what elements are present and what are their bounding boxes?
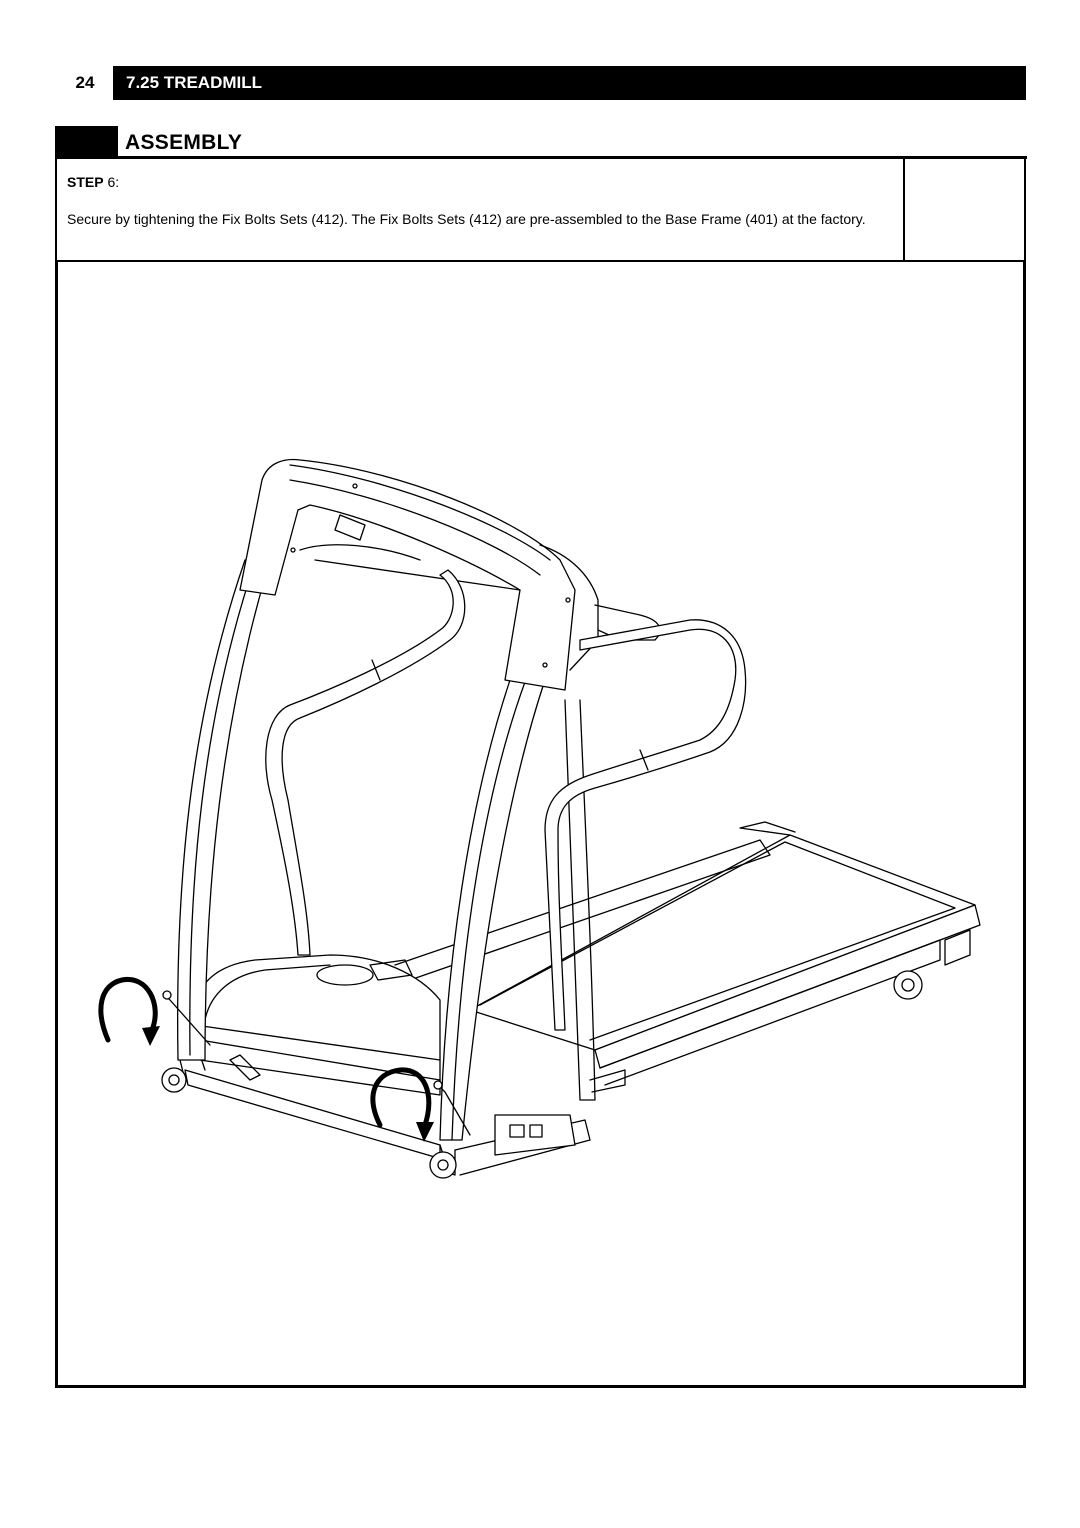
handrail-right xyxy=(544,619,747,1031)
rotate-arrow-icon xyxy=(142,1026,160,1046)
step-instruction: Secure by tightening the Fix Bolts Sets … xyxy=(67,211,866,227)
figure-frame xyxy=(55,260,1026,1388)
base-frame xyxy=(179,1054,591,1176)
upright-right xyxy=(439,679,596,1141)
step-box-divider xyxy=(903,158,905,260)
wheel-left xyxy=(161,1067,187,1093)
manual-title: 7.25 TREADMILL xyxy=(126,73,263,92)
handrail-left xyxy=(265,569,466,956)
section-marker xyxy=(55,126,118,158)
treadmill-deck xyxy=(394,821,981,1093)
rotate-arrow-icon xyxy=(416,1122,434,1142)
fix-bolt-left xyxy=(162,990,211,1046)
rotate-arrow-icon xyxy=(370,1067,432,1128)
step-number: 6 xyxy=(107,174,116,190)
step-label-text: STEP xyxy=(67,174,104,190)
rotate-arrow-icon xyxy=(98,977,158,1043)
page-number: 24 xyxy=(75,73,95,92)
manual-title-bar: 7.25 TREADMILL xyxy=(113,66,1026,100)
section-title: ASSEMBLY xyxy=(125,131,243,154)
section-divider xyxy=(55,156,1027,159)
console-arch xyxy=(239,458,661,691)
fix-bolt-right xyxy=(433,1080,471,1136)
step-label: STEP 6: xyxy=(67,174,120,190)
wheel-right xyxy=(893,970,923,1000)
wheel-center xyxy=(429,1151,457,1179)
motor-hood xyxy=(191,954,441,1096)
